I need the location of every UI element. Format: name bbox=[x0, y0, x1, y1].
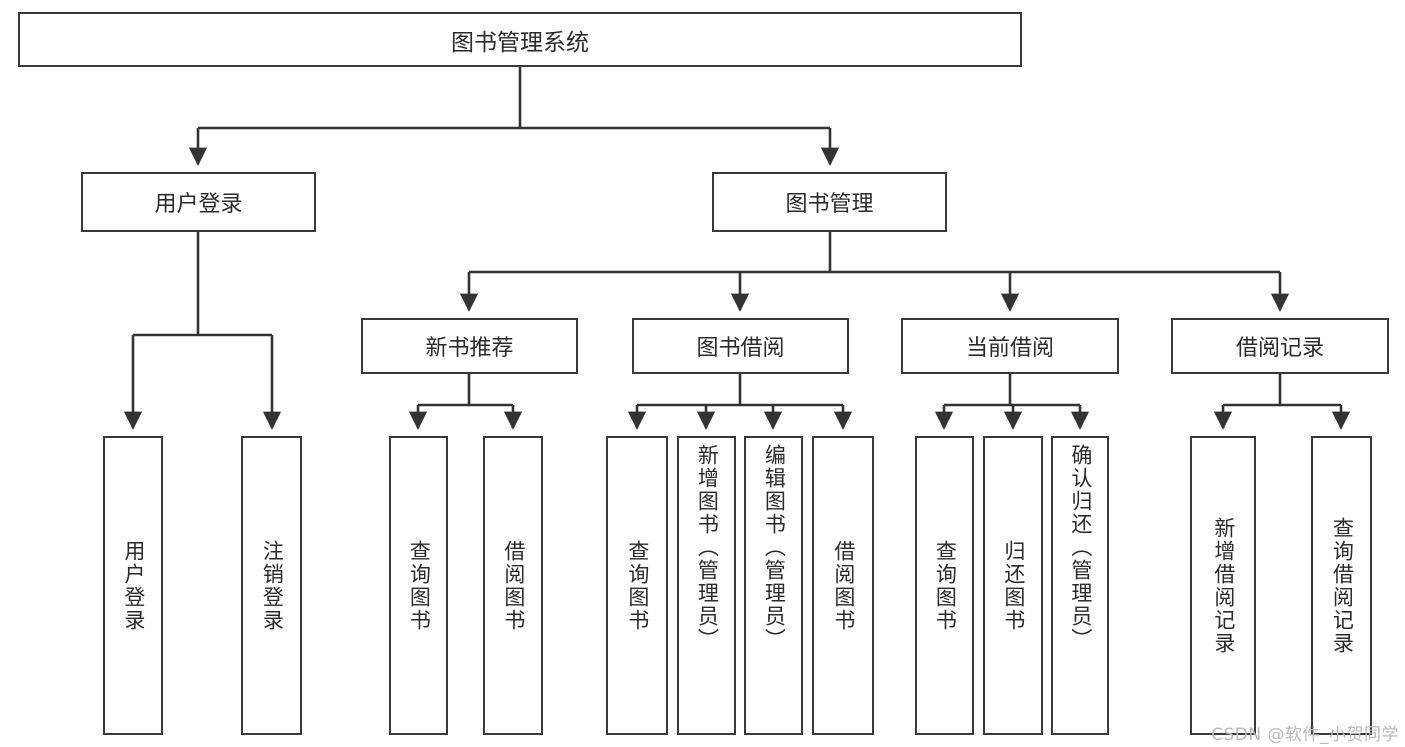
leaf-content: 查询图书 bbox=[391, 438, 446, 733]
leaf-label: 借阅图书 bbox=[501, 539, 526, 632]
leaf-book-borrow-edit-book-admin[interactable]: 编辑图书（管理员） bbox=[744, 436, 803, 735]
leaf-label: 确认归还（管理员） bbox=[1068, 444, 1093, 651]
leaf-new-book-query-book[interactable]: 查询图书 bbox=[389, 436, 448, 735]
leaf-label: 用户登录 bbox=[121, 539, 146, 632]
leaf-user-login-login[interactable]: 用户登录 bbox=[103, 436, 163, 735]
leaf-book-borrow-borrow-book[interactable]: 借阅图书 bbox=[812, 436, 874, 735]
node-book-borrow[interactable]: 图书借阅 bbox=[632, 318, 849, 374]
leaf-content: 用户登录 bbox=[105, 438, 161, 733]
leaf-content: 确认归还（管理员） bbox=[1053, 438, 1107, 739]
leaf-label: 查询图书 bbox=[407, 539, 432, 632]
leaf-new-book-borrow-book[interactable]: 借阅图书 bbox=[483, 436, 543, 735]
node-label: 当前借阅 bbox=[965, 336, 1054, 361]
leaf-content: 借阅图书 bbox=[814, 438, 872, 733]
leaf-current-borrow-confirm-return-admin[interactable]: 确认归还（管理员） bbox=[1051, 436, 1109, 735]
leaf-label: 查询借阅记录 bbox=[1330, 516, 1355, 655]
leaf-current-borrow-query-book[interactable]: 查询图书 bbox=[915, 436, 974, 735]
leaf-content: 编辑图书（管理员） bbox=[746, 438, 801, 739]
leaf-content: 查询图书 bbox=[917, 438, 972, 733]
leaf-content: 新增图书（管理员） bbox=[679, 438, 734, 739]
leaf-book-borrow-add-book-admin[interactable]: 新增图书（管理员） bbox=[677, 436, 736, 735]
node-label: 图书管理 bbox=[785, 192, 874, 217]
leaf-content: 查询图书 bbox=[608, 438, 666, 733]
node-label: 图书借阅 bbox=[696, 336, 785, 361]
leaf-label: 新增借阅记录 bbox=[1211, 516, 1236, 655]
leaf-current-borrow-return-book[interactable]: 归还图书 bbox=[983, 436, 1043, 735]
leaf-label: 新增图书（管理员） bbox=[695, 444, 720, 651]
leaf-user-login-logout[interactable]: 注销登录 bbox=[241, 436, 302, 735]
leaf-label: 借阅图书 bbox=[831, 539, 856, 632]
leaf-label: 查询图书 bbox=[933, 539, 958, 632]
node-label: 用户登录 bbox=[154, 192, 243, 217]
csdn-watermark: CSDN @软件_小贺同学 bbox=[1211, 725, 1399, 745]
leaf-book-borrow-query-book[interactable]: 查询图书 bbox=[606, 436, 668, 735]
leaf-content: 借阅图书 bbox=[485, 438, 541, 733]
node-book-management[interactable]: 图书管理 bbox=[712, 172, 947, 232]
leaf-content: 注销登录 bbox=[243, 438, 300, 733]
leaf-label: 查询图书 bbox=[625, 539, 650, 632]
leaf-label: 注销登录 bbox=[260, 539, 285, 632]
leaf-content: 查询借阅记录 bbox=[1313, 438, 1370, 733]
node-root-book-management-system[interactable]: 图书管理系统 bbox=[18, 12, 1022, 67]
leaf-content: 归还图书 bbox=[985, 438, 1041, 733]
node-user-login[interactable]: 用户登录 bbox=[81, 172, 316, 232]
leaf-borrow-record-query-record[interactable]: 查询借阅记录 bbox=[1311, 436, 1372, 735]
node-current-borrow[interactable]: 当前借阅 bbox=[901, 318, 1119, 374]
node-borrow-record[interactable]: 借阅记录 bbox=[1171, 318, 1389, 374]
node-new-book-recommend[interactable]: 新书推荐 bbox=[361, 318, 578, 374]
leaf-borrow-record-add-record[interactable]: 新增借阅记录 bbox=[1190, 436, 1256, 735]
node-label: 新书推荐 bbox=[425, 336, 514, 361]
leaf-label: 归还图书 bbox=[1001, 539, 1026, 632]
leaf-content: 新增借阅记录 bbox=[1192, 438, 1254, 733]
node-label: 借阅记录 bbox=[1235, 336, 1324, 361]
leaf-label: 编辑图书（管理员） bbox=[762, 444, 787, 651]
node-label: 图书管理系统 bbox=[451, 29, 589, 56]
